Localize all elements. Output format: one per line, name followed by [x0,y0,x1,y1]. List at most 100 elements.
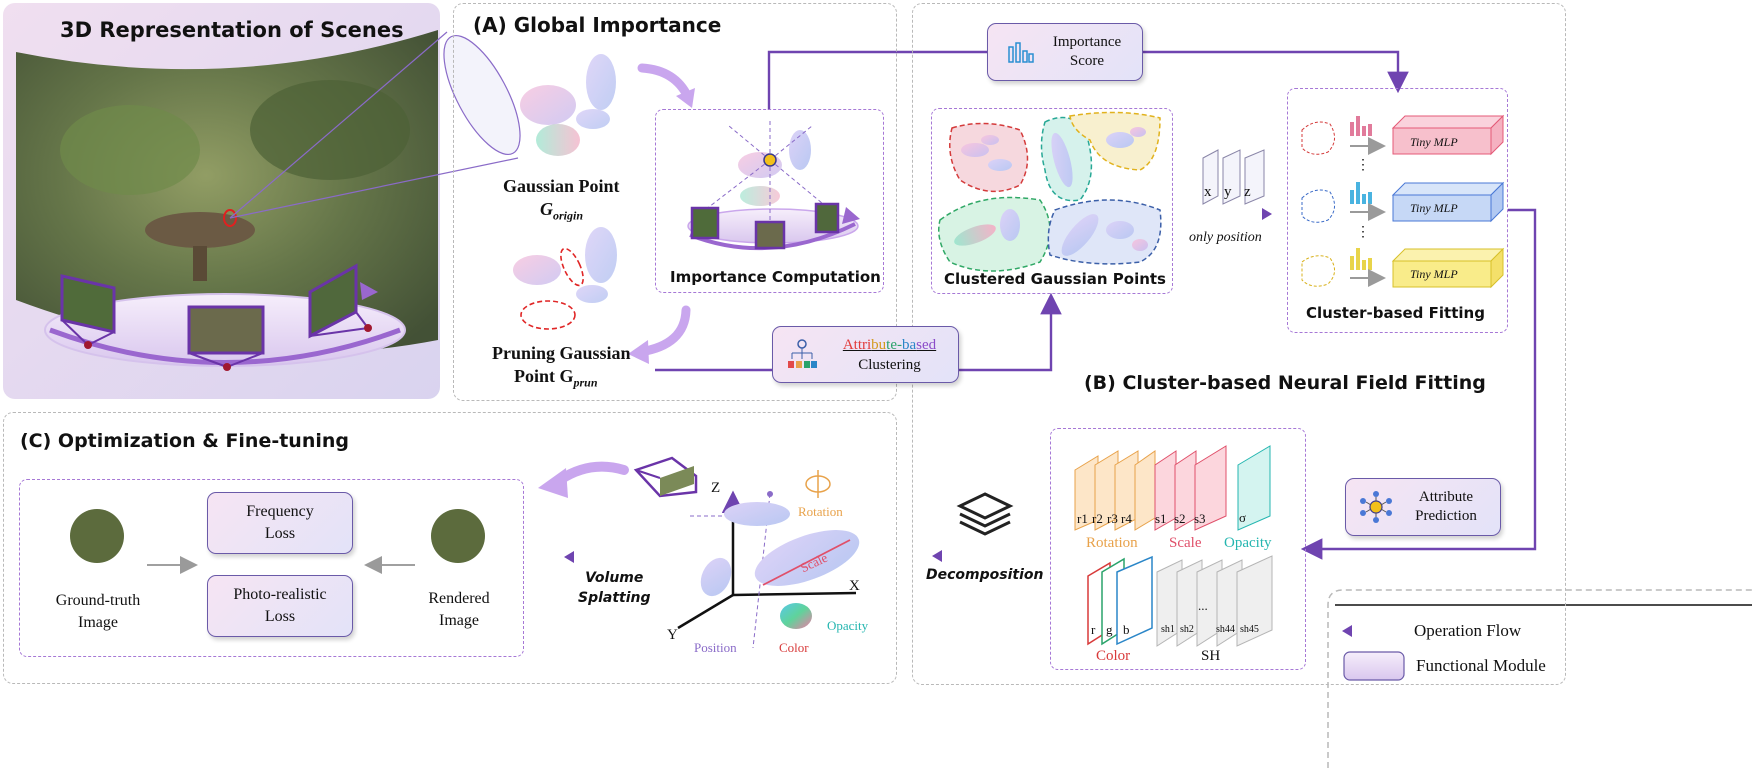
importance-computation-box [655,109,884,293]
rotation-slot-r2: r2 [1092,511,1103,526]
camera-ring-arrow [49,327,401,365]
mlp-row-yellow [1301,247,1505,289]
rotation-label: Rotation [1086,535,1138,551]
curved-arrow-a2-head [628,340,649,364]
layers-icon [956,492,1014,536]
decomposition-label: Decomposition [926,567,1044,583]
foliage-blob [60,105,200,195]
scale-slot-s1: s1 [1155,511,1167,526]
xyz-sheets [1202,149,1265,205]
sh-sheets [1156,555,1273,647]
legend-divider [1327,589,1752,768]
x-letter: x [1204,184,1212,200]
flow-line-to-attributes [1300,208,1537,560]
only-position-arrowhead [1262,208,1272,220]
attribute-prediction-line1: Attribute [1418,489,1474,505]
cone-edge [229,31,448,219]
cluster-fitting-box [1287,88,1508,333]
sh-label: SH [1201,648,1221,664]
bar-chart-icon [1008,41,1034,63]
global-importance-heading: (A) Global Importance [473,13,722,37]
focus-marker [223,209,237,227]
camera-frame-center [187,305,265,371]
legend-flow-arrowhead [1342,625,1352,637]
mlp-row-blue [1301,181,1505,223]
rotation-axis-label: Rotation [798,504,843,519]
curved-arrow-c-head [538,468,568,498]
loss-box [19,479,524,657]
rotation-slot-r4: r4 [1121,511,1132,526]
sh-slot-1: sh1 [1161,624,1175,635]
clustered-points-box [931,108,1173,294]
y-letter: y [1224,184,1232,200]
importance-score-line2: Score [1069,53,1105,69]
photo-loss-line2: Loss [264,608,296,625]
gaussian-point-cluster [520,54,616,156]
color-axis-label: Color [779,640,809,655]
color-label: Color [1096,648,1131,664]
clustering-module: Attribute-based Clustering [772,326,959,383]
clustering-word-part: Attri [842,336,872,353]
flow-line-to-cluster [958,292,1062,372]
camera-frame-right [308,263,372,339]
clustering-line2: Clustering [858,356,921,373]
ground-truth-thumbnail [70,509,124,563]
pruning-label-line1: Pruning Gaussian [492,343,631,363]
frequency-loss-line1: Frequency [246,503,314,520]
network-icon [1360,491,1392,523]
rendered-thumbnail [431,509,485,563]
flow-line-importance [767,50,988,110]
scale-slot-s3: s3 [1194,511,1206,526]
sh-slot-44: sh44 [1216,624,1235,635]
photo-loss-line1: Photo-realistic [233,586,327,603]
sh-slot-ellipsis: ... [1198,598,1208,613]
importance-score-line1: Importance [1052,34,1122,50]
opacity-slot-sigma: σ [1239,510,1247,525]
sh-slot-2: sh2 [1180,624,1194,635]
clustering-word-part: sed [916,336,937,353]
mlp-row-red [1301,114,1505,156]
clustering-word-part: bu [871,336,887,353]
sh-slot-45: sh45 [1240,624,1259,635]
camera-frustum-icon [633,456,698,498]
importance-score-module: Importance Score [987,23,1143,81]
legend-functional-module: Functional Module [1416,656,1546,675]
color-slot-b: b [1123,622,1130,637]
rotation-sheets [1074,450,1156,531]
legend-operation-flow: Operation Flow [1414,621,1522,640]
clustered-points-figure [938,111,1162,272]
scale-slot-s2: s2 [1174,511,1186,526]
g-origin-label: Gorigin [540,199,584,223]
opacity-sheet [1237,445,1271,531]
ellipsis-2: ⋮ [1356,225,1370,240]
attribute-prediction-module: Attribute Prediction [1345,478,1501,536]
importance-computation-figure [687,118,860,251]
rotation-slot-r3: r3 [1107,511,1118,526]
frequency-loss-line2: Loss [264,525,296,542]
scale-sheets [1154,445,1227,531]
z-letter: z [1244,184,1251,200]
tiny-mlp-label-3: Tiny MLP [1410,267,1458,281]
color-slot-g: g [1106,622,1113,637]
rotation-slot-r1: r1 [1077,511,1088,526]
opacity-label: Opacity [1224,535,1272,551]
optimization-heading: (C) Optimization & Fine-tuning [20,430,350,452]
attribute-sheets-box [1050,428,1306,670]
decomposition-arrowhead [932,550,942,562]
y-axis-label: Y [667,627,678,643]
position-axis-label: Position [694,640,737,655]
cluster-fitting-label: Cluster-based Fitting [1306,304,1485,322]
z-axis-label: Z [711,480,721,496]
foliage-blob [250,80,410,180]
clustering-word-part: ba [902,336,917,353]
camera-frame-left [60,274,116,349]
panel-global-importance [453,3,897,401]
tiny-mlp-label-1: Tiny MLP [1410,135,1458,149]
clustered-points-label: Clustered Gaussian Points [944,270,1166,288]
